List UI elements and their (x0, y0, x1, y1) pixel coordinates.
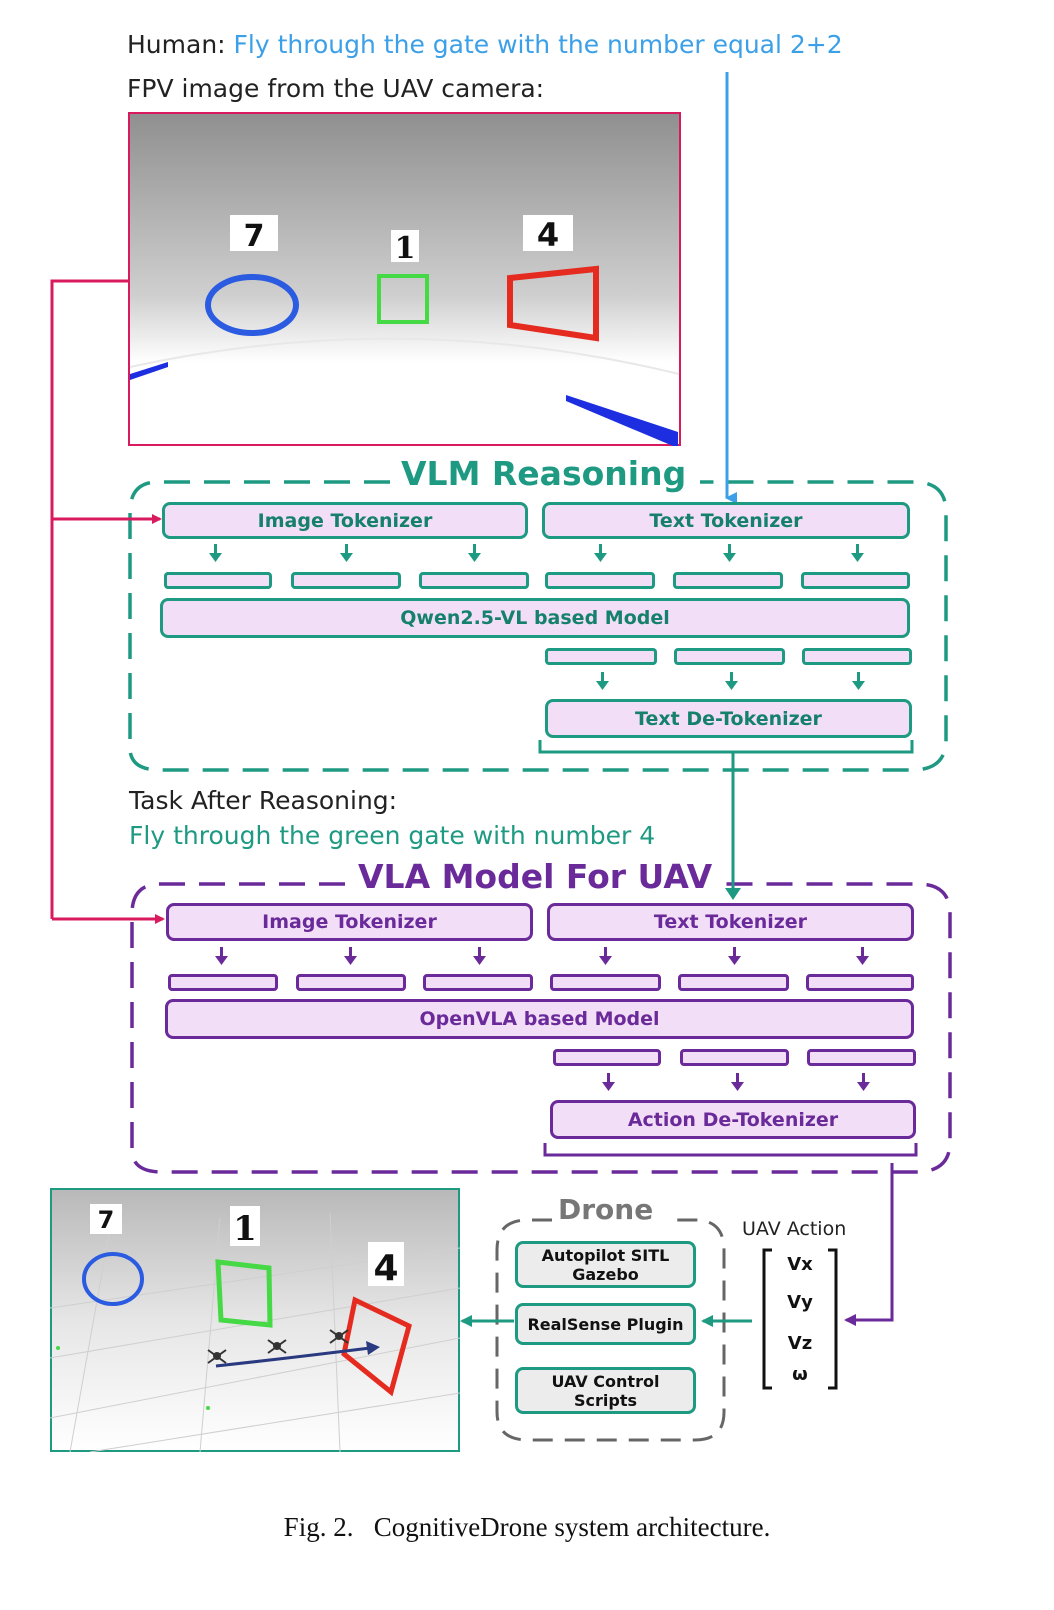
fpv-gate-number-4: 4 (537, 216, 559, 254)
vlm-model-box: Qwen2.5-VL based Model (160, 598, 910, 638)
action-matrix-right-bracket (828, 1248, 838, 1390)
vlm-output-token (674, 648, 785, 665)
fpv-gate-number-1: 1 (395, 231, 416, 266)
vlm-output-token (545, 648, 657, 665)
drone-autopilot-sitl-gazebo: Autopilot SITL Gazebo (515, 1241, 696, 1288)
vlm-token (801, 572, 910, 589)
action-vz: Vz (787, 1333, 813, 1354)
vlm-token (545, 572, 655, 589)
human-prefix: Human: (127, 30, 226, 59)
vla-action-detokenizer: Action De-Tokenizer (550, 1100, 916, 1139)
vlm-token-arrows (209, 544, 865, 690)
action-vy: Vy (787, 1292, 813, 1313)
action-matrix-left-bracket (762, 1248, 772, 1390)
sim-red-gate (341, 1296, 412, 1397)
fpv-red-gate (507, 265, 599, 342)
sim-blue-gate (82, 1252, 144, 1306)
vlm-text-detokenizer: Text De-Tokenizer (545, 699, 912, 738)
fpv-to-tokenizers-arrow (50, 279, 130, 919)
sim-gate-number-1: 1 (233, 1209, 257, 1249)
action-vx: Vx (787, 1254, 813, 1275)
simulation-scene-image: 7 1 4 (50, 1188, 460, 1452)
fpv-label: FPV image from the UAV camera: (127, 74, 545, 103)
sim-drones (207, 1329, 349, 1364)
vla-text-tokenizer: Text Tokenizer (547, 903, 914, 941)
task-label: Task After Reasoning: (129, 786, 398, 815)
vla-output-token (680, 1049, 789, 1066)
fpv-blue-gate (205, 274, 299, 336)
vla-token (168, 974, 278, 991)
drone-realsense-plugin: RealSense Plugin (515, 1303, 696, 1345)
vlm-token (291, 572, 401, 589)
vla-token (296, 974, 406, 991)
fpv-gate-number-7: 7 (244, 219, 265, 254)
human-command: Fly through the gate with the number equ… (233, 30, 843, 59)
sim-trajectory (215, 1346, 371, 1368)
drone-uav-control-scripts: UAV Control Scripts (515, 1367, 696, 1414)
vlm-output-token (802, 648, 912, 665)
drone-dashed-container (495, 1218, 726, 1442)
vla-output-token (807, 1049, 916, 1066)
vlm-token (164, 572, 272, 589)
vla-token (806, 974, 914, 991)
vla-token (678, 974, 789, 991)
vla-title: VLA Model For UAV (350, 857, 721, 896)
vla-token (550, 974, 661, 991)
vla-image-tokenizer: Image Tokenizer (166, 903, 533, 941)
vlm-image-tokenizer: Image Tokenizer (162, 502, 528, 539)
vlm-text-tokenizer: Text Tokenizer (542, 502, 910, 539)
sim-green-gate (215, 1259, 273, 1328)
vla-output-token (553, 1049, 661, 1066)
vlm-dashed-container (128, 480, 948, 772)
figure-caption: Fig. 2. CognitiveDrone system architectu… (283, 1512, 771, 1542)
vlm-token (419, 572, 529, 589)
fpv-green-gate (377, 274, 429, 324)
vlm-token (673, 572, 783, 589)
vla-dashed-container (130, 882, 952, 1174)
action-omega: ω (792, 1364, 808, 1385)
fpv-camera-image: 7 1 4 (128, 112, 681, 446)
sim-gate-number-4: 4 (373, 1248, 398, 1289)
drone-title: Drone (552, 1193, 660, 1226)
task-text: Fly through the green gate with number 4 (129, 821, 656, 850)
vla-token-arrows (215, 947, 870, 1091)
diagram-connectors (50, 72, 952, 1442)
sim-gate-number-7: 7 (98, 1206, 115, 1234)
vla-model-box: OpenVLA based Model (165, 999, 914, 1039)
vla-to-action-arrow (844, 1163, 894, 1326)
human-command-line: Human: Fly through the gate with the num… (127, 30, 843, 59)
uav-action-label: UAV Action (742, 1218, 847, 1240)
vlm-title: VLM Reasoning (393, 454, 695, 493)
vla-token (423, 974, 533, 991)
